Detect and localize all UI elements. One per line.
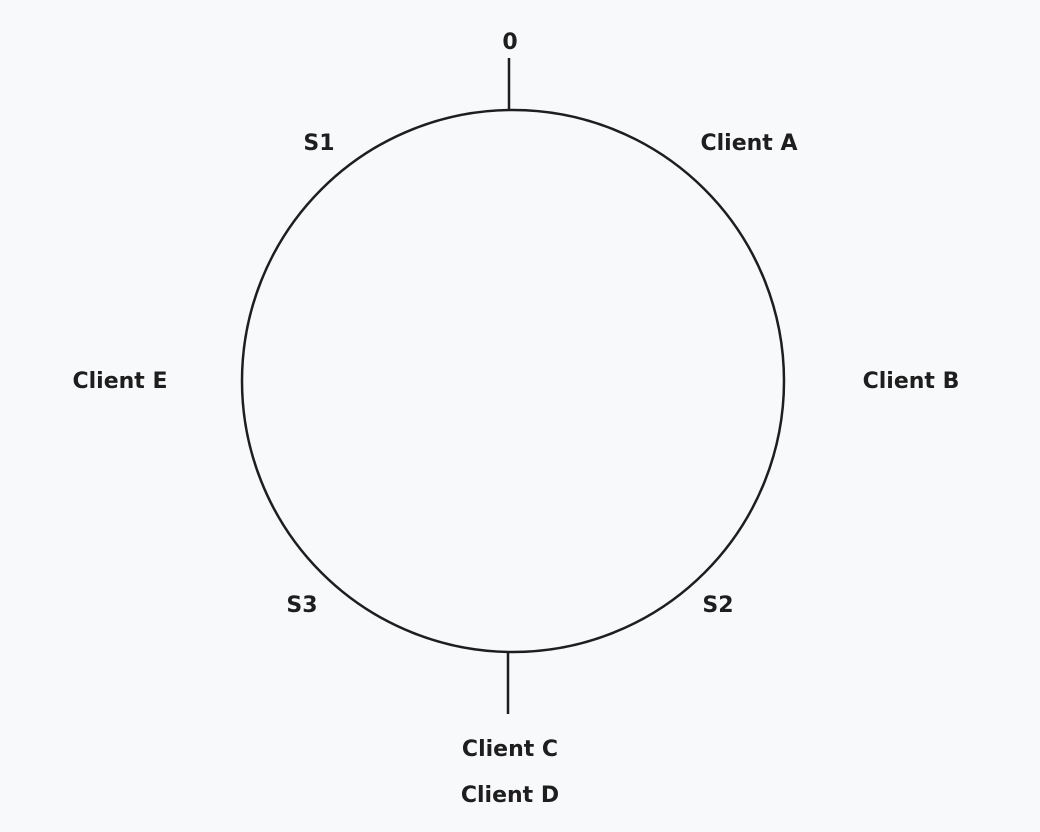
server-s1-label: S1 xyxy=(303,131,334,156)
zero-label: 0 xyxy=(502,30,517,55)
client-a-label: Client A xyxy=(700,131,797,156)
client-d-label: Client D xyxy=(461,783,559,808)
server-s3-label: S3 xyxy=(286,593,317,618)
hash-ring xyxy=(240,108,786,654)
client-e-label: Client E xyxy=(72,369,167,394)
client-c-label: Client C xyxy=(462,737,558,762)
server-s2-label: S2 xyxy=(702,593,733,618)
client-b-label: Client B xyxy=(863,369,960,394)
